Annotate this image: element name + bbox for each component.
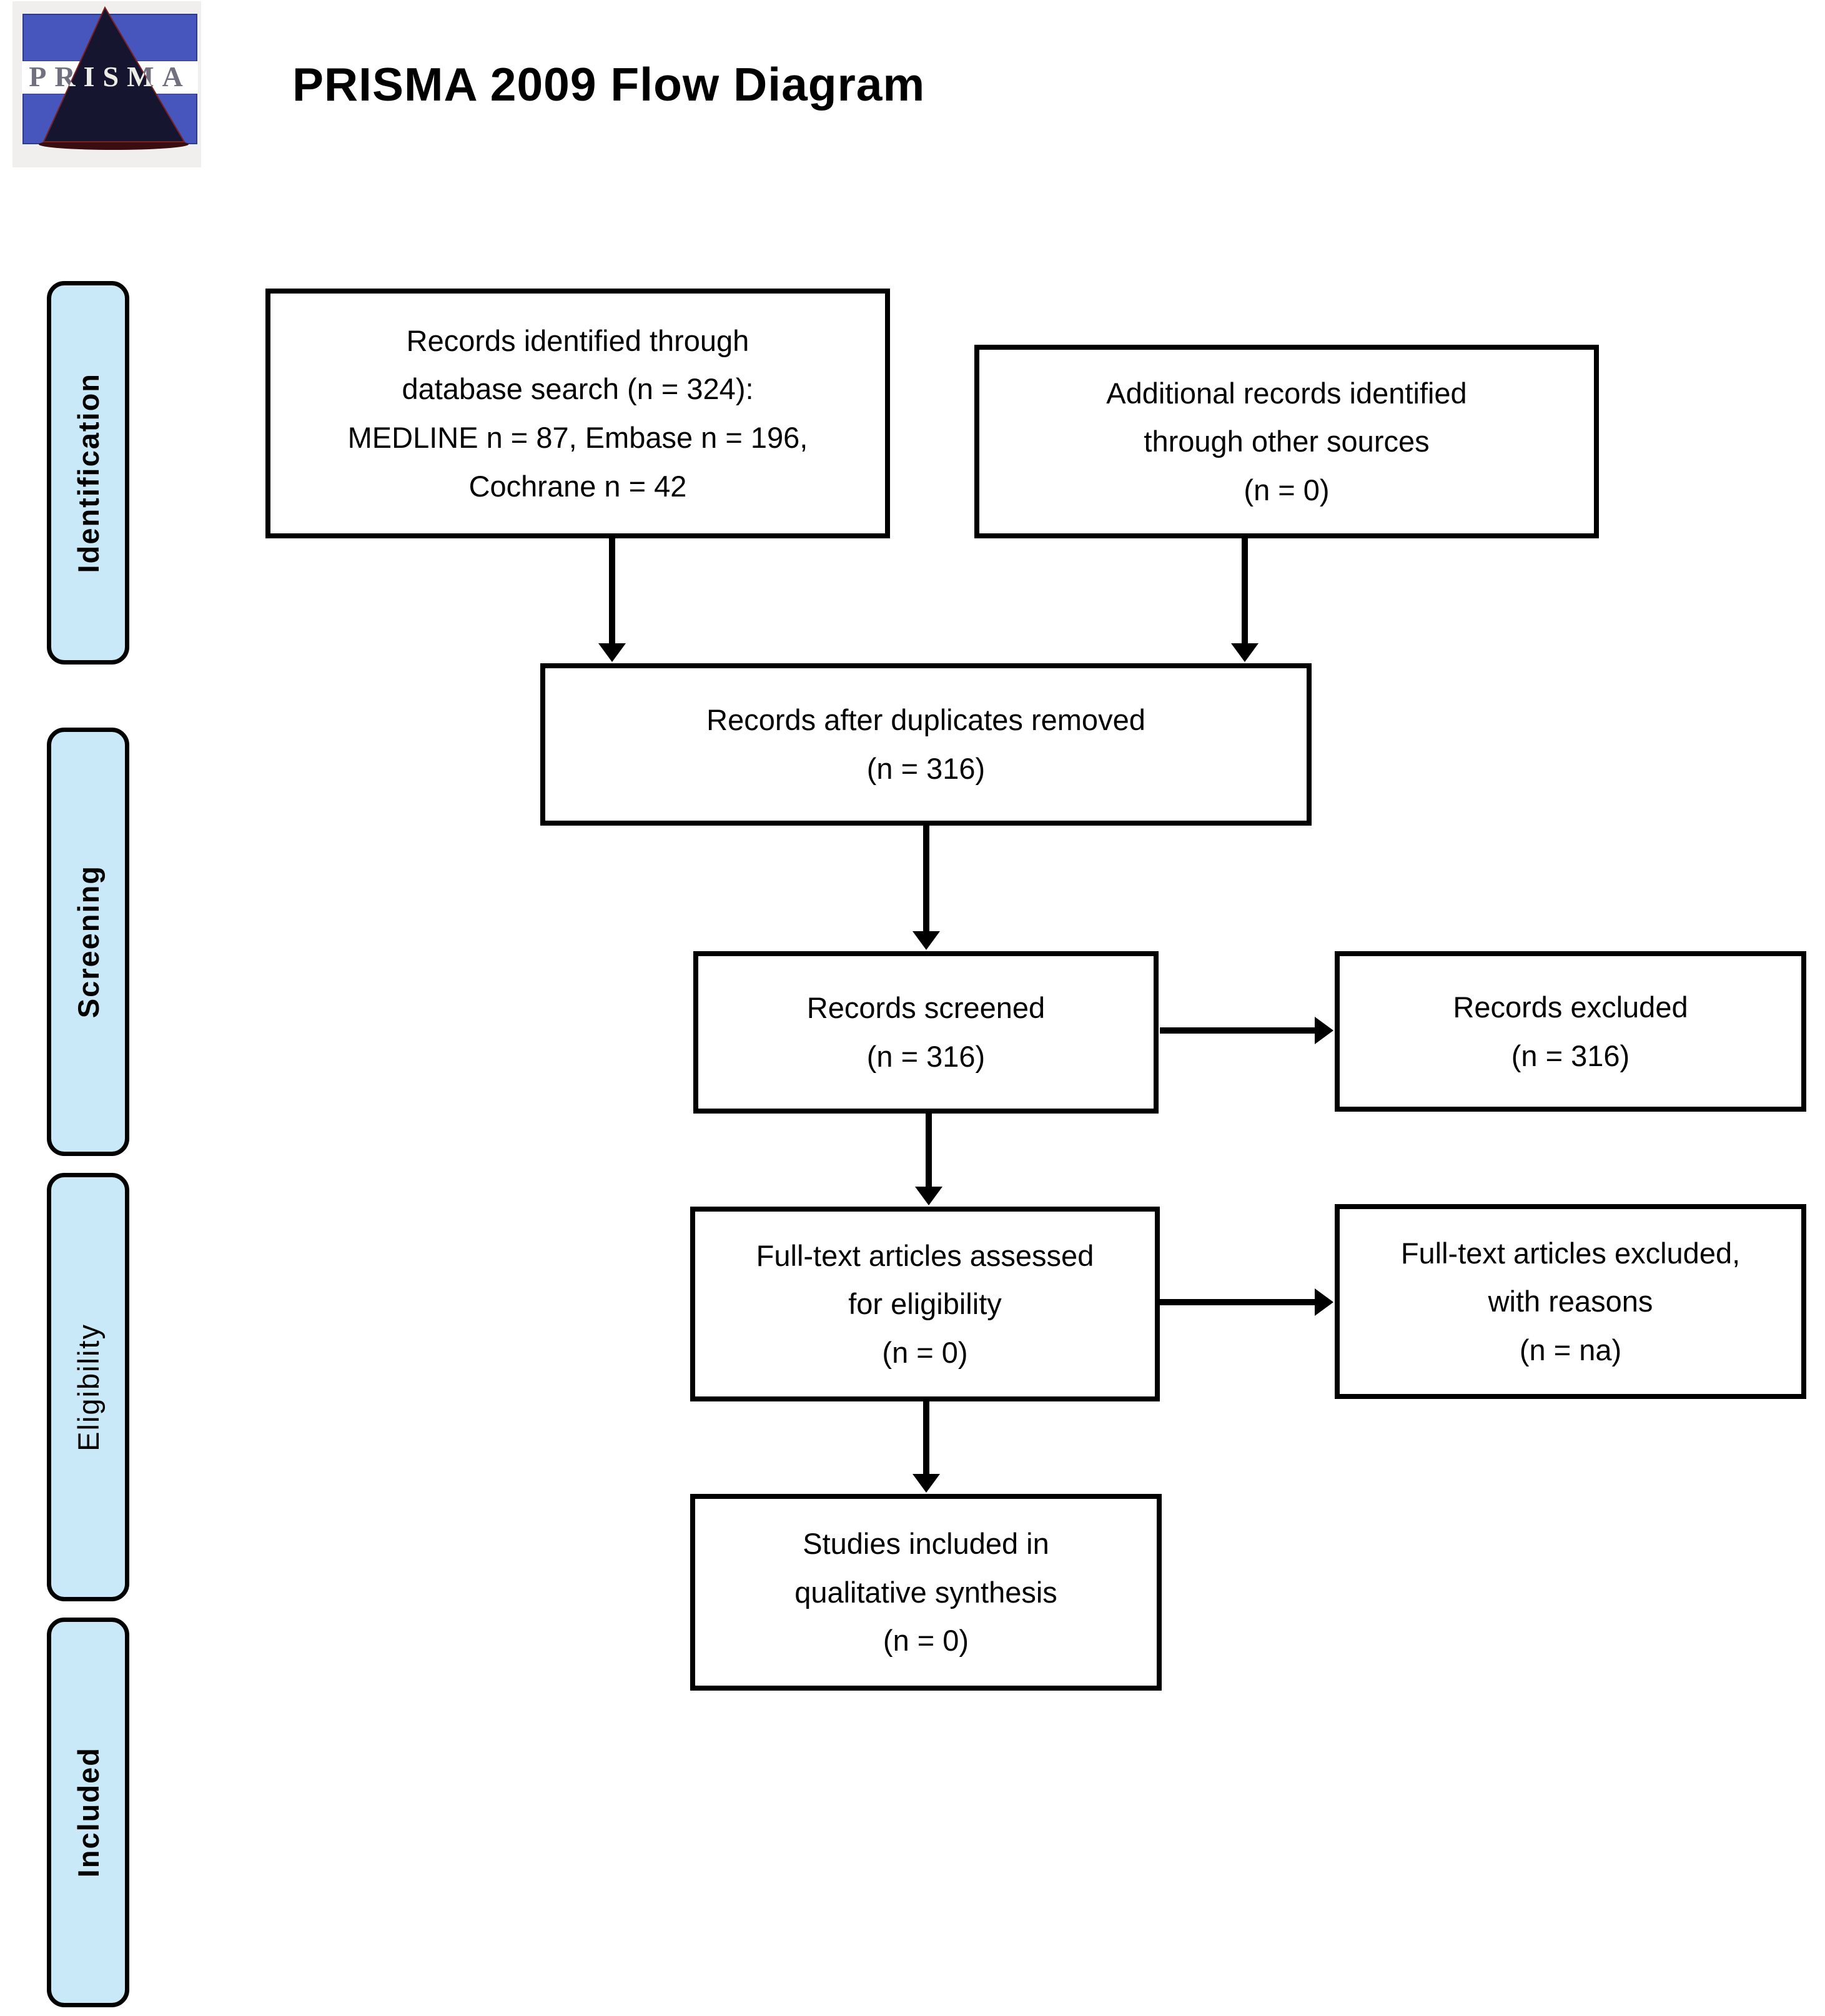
- stage-label-eligibility: Eligibility: [47, 1173, 129, 1601]
- flow-box-text: Records after duplicates removed (n = 31…: [706, 703, 1145, 785]
- stage-label-text: Identification: [71, 372, 105, 573]
- flow-box-text: Full-text articles excluded, with reason…: [1400, 1236, 1741, 1366]
- flow-box-records-identified: Records identified through database sear…: [265, 289, 890, 538]
- logo-text: PRISMA: [29, 61, 190, 92]
- flow-box-text: Records screened (n = 316): [806, 991, 1046, 1073]
- stage-label-text: Eligibility: [71, 1323, 105, 1451]
- flow-box-text: Records identified through database sear…: [347, 324, 808, 503]
- flow-box-records-excluded: Records excluded (n = 316): [1335, 951, 1806, 1112]
- arrow-screened-to-fulltext: [915, 1113, 942, 1205]
- stage-label-text: Screening: [71, 865, 105, 1019]
- arrow-screened-to-excluded: [1160, 1017, 1333, 1044]
- arrow-fulltext-to-fulltext-excluded: [1160, 1288, 1333, 1316]
- arrow-fulltext-to-included: [912, 1400, 940, 1493]
- arrow-duplicates-to-screened: [912, 824, 940, 950]
- page-title: PRISMA 2009 Flow Diagram: [292, 58, 926, 111]
- stage-label-screening: Screening: [47, 728, 129, 1156]
- flow-box-after-duplicates: Records after duplicates removed (n = 31…: [540, 663, 1312, 826]
- stage-label-text: Included: [71, 1747, 105, 1878]
- flow-box-studies-included: Studies included in qualitative synthesi…: [690, 1494, 1162, 1691]
- flow-box-additional-records: Additional records identified through ot…: [974, 345, 1599, 538]
- prisma-logo: PRISMA PRISMA: [12, 1, 201, 167]
- flow-box-text: Additional records identified through ot…: [1106, 376, 1467, 506]
- flow-box-records-screened: Records screened (n = 316): [693, 951, 1159, 1114]
- logo-triangle: [42, 6, 185, 142]
- flow-box-text: Records excluded (n = 316): [1453, 990, 1688, 1072]
- prisma-logo-graphic: PRISMA PRISMA: [12, 1, 201, 167]
- flow-box-text: Studies included in qualitative synthesi…: [794, 1527, 1057, 1658]
- arrow-additional-to-duplicates: [1231, 538, 1259, 662]
- flow-box-fulltext-assessed: Full-text articles assessed for eligibil…: [690, 1207, 1160, 1401]
- flow-box-text: Full-text articles assessed for eligibil…: [756, 1238, 1094, 1369]
- stage-label-identification: Identification: [47, 281, 129, 665]
- flow-box-fulltext-excluded: Full-text articles excluded, with reason…: [1335, 1204, 1806, 1399]
- arrow-identified-to-duplicates: [598, 538, 626, 662]
- stage-label-included: Included: [47, 1618, 129, 2007]
